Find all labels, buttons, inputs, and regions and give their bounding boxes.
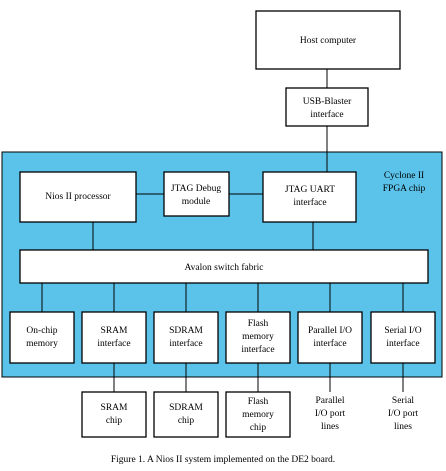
sdram-interface-label-2: interface [169, 338, 202, 349]
parallel-io-interface-box [297, 311, 363, 364]
flash-interface-box [225, 311, 291, 364]
jtag-debug-label-2: module [182, 197, 211, 207]
serial-io-lines-label-2: I/O port [388, 409, 419, 419]
jtag-uart-label-2: interface [293, 197, 326, 208]
host-computer-label: Host computer [300, 36, 357, 46]
sdram-interface-label-1: SDRAM [169, 326, 203, 336]
sdram-chip-box [153, 391, 219, 438]
flash-chip-label-1: Flash [248, 397, 269, 407]
fpga-label-line1: Cyclone II [384, 171, 424, 181]
flash-chip-label-3: chip [250, 423, 267, 433]
serial-io-interface-label-1: Serial I/O [384, 326, 421, 336]
flash-interface-label-1: Flash [248, 319, 269, 329]
onchip-memory-label-1: On-chip [26, 326, 57, 336]
parallel-io-lines-label-3: lines [321, 422, 339, 432]
connection-wires [41, 69, 404, 392]
parallel-io-interface-label-2: interface [313, 338, 346, 349]
flash-chip-box [225, 391, 291, 438]
flash-interface-label-3: interface [241, 344, 274, 355]
jtag-uart-label-1: JTAG UART [285, 185, 335, 195]
flash-interface-label-2: memory [242, 332, 274, 342]
sdram-chip-label-1: SDRAM [169, 403, 203, 413]
nios-processor-box [19, 171, 137, 223]
sram-interface-label-1: SRAM [101, 326, 128, 336]
sram-chip-label-2: chip [106, 416, 123, 426]
sram-chip-box [81, 391, 147, 438]
onchip-memory-box [9, 311, 75, 364]
fpga-label-line2: FPGA chip [383, 184, 426, 194]
parallel-io-interface-label-1: Parallel I/O [308, 326, 352, 336]
jtag-debug-box [163, 171, 230, 217]
sdram-chip-label-2: chip [178, 416, 195, 426]
jtag-debug-label-1: JTAG Debug [171, 184, 221, 194]
avalon-switch-fabric-box [19, 249, 429, 284]
serial-io-lines-label-1: Serial [392, 396, 415, 406]
serial-io-interface-box [370, 311, 436, 364]
sram-interface-box [81, 311, 147, 364]
serial-io-lines-label-3: lines [394, 422, 412, 432]
host-computer-box [255, 10, 401, 70]
figure-caption: Figure 1. A Nios II system implemented o… [111, 455, 335, 465]
avalon-switch-fabric-label: Avalon switch fabric [185, 262, 264, 273]
usb-blaster-label-2: interface [310, 109, 343, 120]
usb-blaster-box [285, 87, 369, 127]
serial-io-interface-label-2: interface [386, 338, 419, 349]
parallel-io-lines-label-2: I/O port [315, 409, 346, 419]
parallel-io-lines-label-1: Parallel [315, 396, 344, 406]
jtag-uart-box [262, 171, 357, 223]
sram-chip-label-1: SRAM [101, 403, 128, 413]
flash-chip-label-2: memory [242, 410, 274, 420]
usb-blaster-label-1: USB-Blaster [303, 97, 352, 107]
sdram-interface-box [153, 311, 219, 364]
onchip-memory-label-2: memory [26, 339, 58, 349]
nios-processor-label: Nios II processor [45, 192, 111, 202]
sram-interface-label-2: interface [97, 338, 130, 349]
